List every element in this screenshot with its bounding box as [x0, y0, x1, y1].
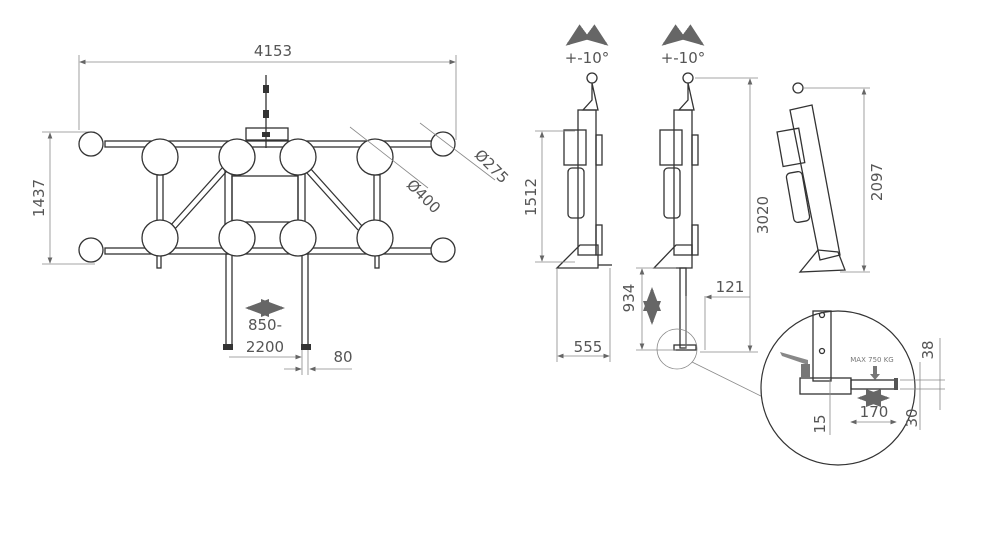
load-arrow-icon [870, 366, 880, 380]
offset-121: 121 [716, 278, 745, 296]
label-15: 15 [811, 414, 829, 433]
stroke-934: 934 [620, 284, 638, 313]
suction-cups [78, 131, 456, 263]
side-view-1 [555, 72, 612, 269]
detail-magnifier: MAX 750 KG 170 15 38 30 [760, 310, 945, 466]
large-cup-diameter: Ø400 [403, 176, 444, 217]
side-view-3 [776, 82, 846, 273]
tilt-label-1: +-10° [565, 49, 610, 67]
tilt-label-2: +-10° [661, 49, 706, 67]
height-2097: 2097 [868, 163, 886, 201]
side-view-2 [652, 72, 699, 351]
label-30: 30 [903, 408, 921, 427]
tilt-arrow-icon [661, 24, 705, 46]
front-view: 4153 1437 [30, 42, 512, 375]
label-170: 170 [860, 403, 889, 421]
width-dimension: 4153 [254, 42, 292, 60]
height-3020: 3020 [754, 196, 772, 234]
height-dimension: 1437 [30, 179, 48, 217]
tilt-arrow-icon [565, 24, 609, 46]
leg-spread-label-1: 850- [248, 316, 282, 334]
depth-555: 555 [574, 338, 603, 356]
max-load-label: MAX 750 KG [850, 356, 893, 364]
side-views: +-10° +-10° 1512 555 [522, 24, 886, 399]
leg-width-label: 80 [333, 348, 352, 366]
leg-spread-label-2: 2200 [246, 338, 284, 356]
label-38: 38 [919, 340, 937, 359]
height-1512: 1512 [522, 178, 540, 216]
